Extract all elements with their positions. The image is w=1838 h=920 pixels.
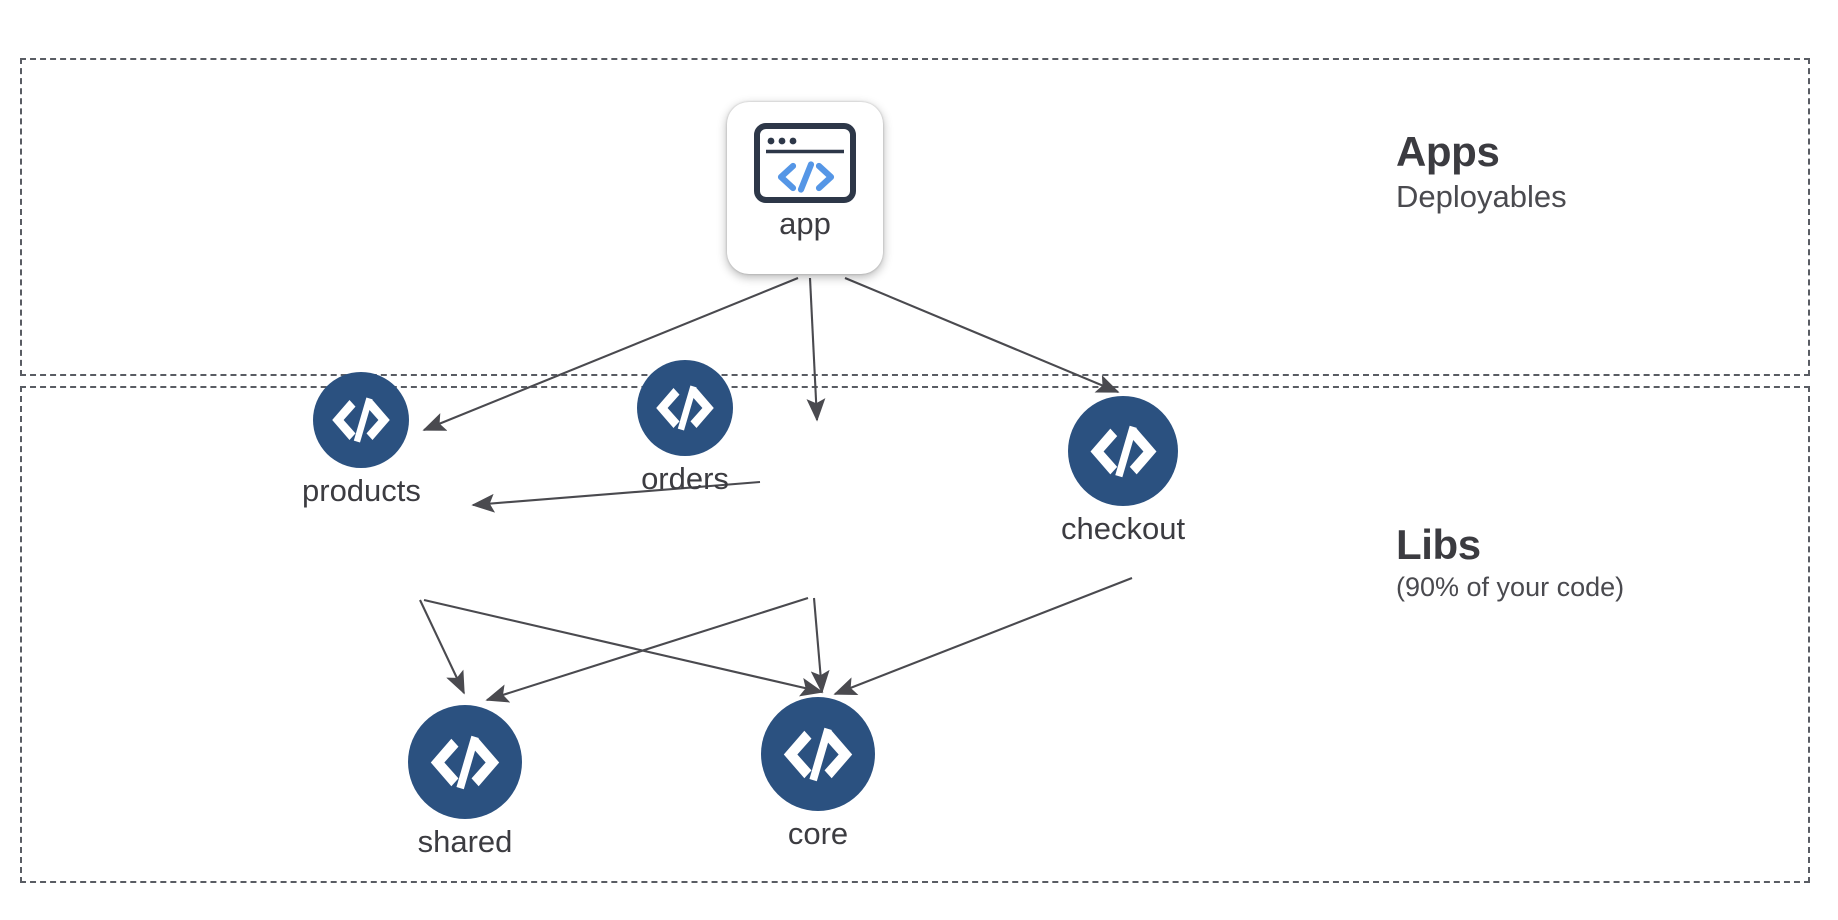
zone-apps-legend: Apps Deployables	[1396, 128, 1567, 217]
node-orders-circle	[637, 360, 733, 456]
node-core-circle	[761, 697, 875, 811]
zone-libs-title: Libs	[1396, 521, 1481, 568]
node-products-label: products	[302, 473, 421, 508]
code-brackets-icon	[332, 397, 391, 443]
node-core[interactable]: core	[761, 697, 875, 849]
node-orders[interactable]: orders	[637, 360, 733, 494]
node-orders-label: orders	[641, 461, 729, 496]
zone-libs	[20, 386, 1810, 883]
code-brackets-icon	[1090, 425, 1157, 477]
node-products[interactable]: products	[302, 372, 421, 506]
node-products-circle	[313, 372, 410, 468]
code-brackets-icon	[783, 727, 853, 781]
node-app-label: app	[779, 206, 831, 241]
browser-code-icon	[754, 123, 856, 203]
zone-apps-title: Apps	[1396, 128, 1500, 175]
node-checkout[interactable]: checkout	[1061, 396, 1185, 544]
code-brackets-icon	[656, 385, 714, 431]
zone-apps-subtitle: Deployables	[1396, 179, 1567, 215]
zone-libs-subtitle: (90% of your code)	[1396, 572, 1625, 603]
node-checkout-circle	[1068, 396, 1179, 506]
node-shared[interactable]: shared	[408, 705, 522, 857]
node-core-label: core	[787, 816, 849, 851]
node-shared-circle	[408, 705, 522, 819]
node-shared-label: shared	[417, 824, 513, 859]
node-checkout-label: checkout	[1061, 511, 1186, 546]
code-brackets-icon	[430, 735, 500, 789]
node-app[interactable]: app	[727, 102, 883, 274]
zone-apps	[20, 58, 1810, 376]
zone-libs-legend: Libs (90% of your code)	[1396, 521, 1625, 605]
